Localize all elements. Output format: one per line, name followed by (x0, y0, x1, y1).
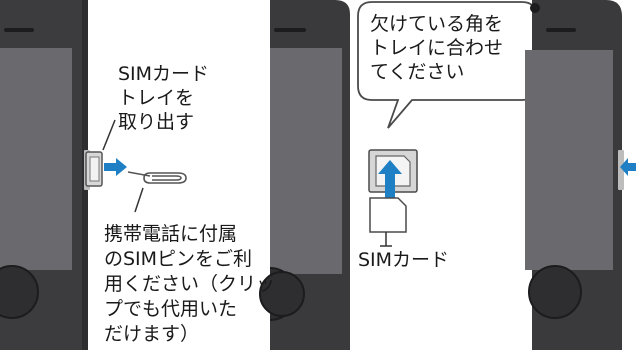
phone-screen (0, 48, 72, 270)
leader-line-tray (102, 119, 116, 151)
tray-in-arrow-icon (620, 158, 636, 176)
home-button (528, 265, 582, 319)
instruction-line: トレイを (118, 87, 195, 109)
sim-pin-icon (127, 171, 187, 184)
sim-card-label: SIMカード (358, 249, 450, 271)
insert-arrow-icon (378, 160, 402, 210)
sim-tray-ejected (85, 151, 103, 187)
leader-line-pin (134, 187, 144, 213)
instruction-line: 取り出す (118, 111, 195, 133)
callout-line: てください (370, 61, 465, 83)
clip-note: 携帯電話に付属 のSIMピンをご利 用ください（クリッ プでも代用いた だけます… (104, 222, 275, 347)
instruction-line: SIMカード (118, 63, 210, 85)
note-line: だけます） (104, 323, 200, 345)
phone-illustration-left (0, 0, 90, 350)
sim-card (369, 197, 407, 233)
callout-line: 欠けている角を (370, 13, 504, 35)
note-line: 携帯電話に付属 (104, 223, 238, 245)
home-button (0, 265, 39, 319)
callout-line: トレイに合わせ (370, 37, 504, 59)
step1-instruction: SIMカード トレイを 取り出す (118, 62, 209, 134)
callout-text: 欠けている角を トレイに合わせ てください (370, 12, 503, 84)
eject-arrow-icon (104, 158, 127, 176)
phone-illustration-middle (259, 0, 350, 350)
note-line: 用ください（クリッ (104, 273, 276, 295)
phone-illustration-right (525, 0, 624, 350)
phone-screen (525, 50, 613, 270)
note-line: プでも代用いた (104, 298, 238, 320)
note-line: のSIMピンをご利 (104, 248, 253, 270)
phone-screen (270, 48, 342, 274)
